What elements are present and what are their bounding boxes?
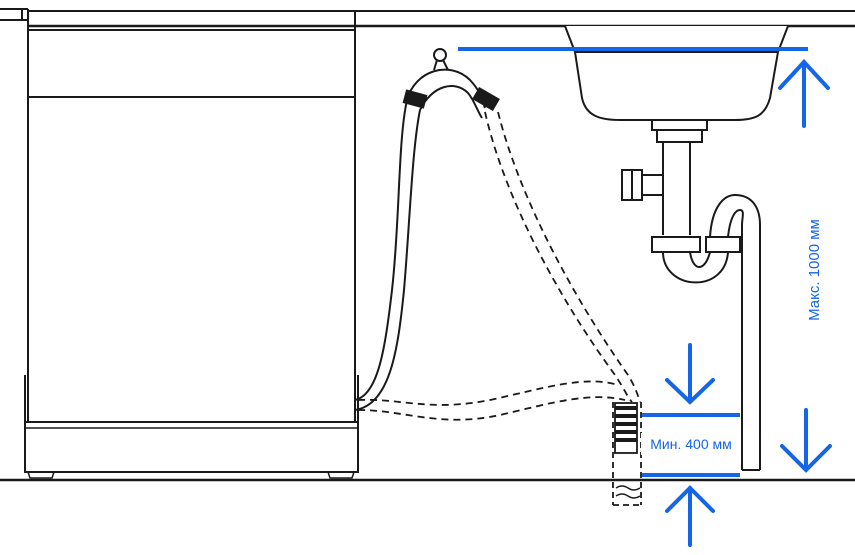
alternative-hose-route [357, 111, 641, 421]
arrow-up-icon [665, 485, 715, 547]
arrow-up-icon [778, 59, 830, 128]
max-height-label: Макс. 1000 мм [806, 219, 823, 321]
hose-clamps [402, 86, 500, 112]
arrow-down-icon [665, 343, 715, 405]
min-height-label-bg [641, 433, 740, 455]
measurement-lines [458, 47, 808, 477]
countertop [0, 8, 855, 28]
drain-hose [354, 48, 486, 411]
sink [564, 25, 789, 121]
arrow-down-icon [780, 408, 832, 473]
dishwasher [24, 11, 359, 479]
standpipe-hose-grip [615, 406, 637, 442]
siphon-pipe [621, 119, 761, 471]
min-height-label: Мин. 400 мм [650, 436, 732, 452]
